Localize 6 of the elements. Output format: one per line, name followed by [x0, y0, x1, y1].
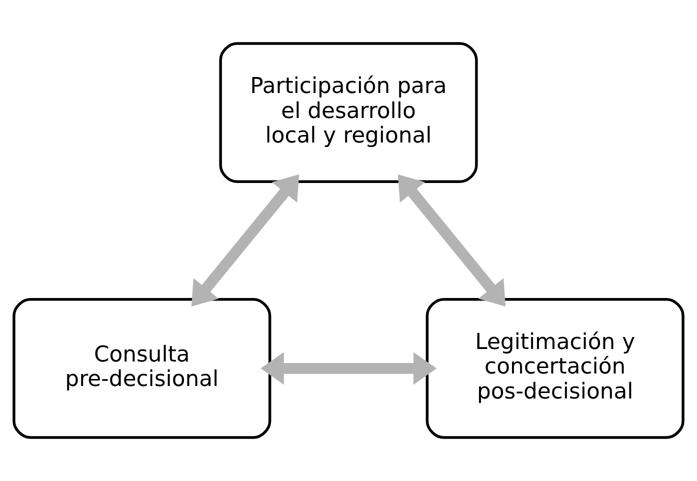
arrow	[398, 174, 506, 306]
node-box: Participación para el desarrollo local y regional	[219, 42, 478, 184]
arrow	[191, 174, 300, 306]
arrow	[260, 352, 437, 385]
node-box: Consulta pre-decisional	[12, 298, 272, 439]
node-box: Legitimación y concertación pos-decisional	[426, 298, 684, 439]
